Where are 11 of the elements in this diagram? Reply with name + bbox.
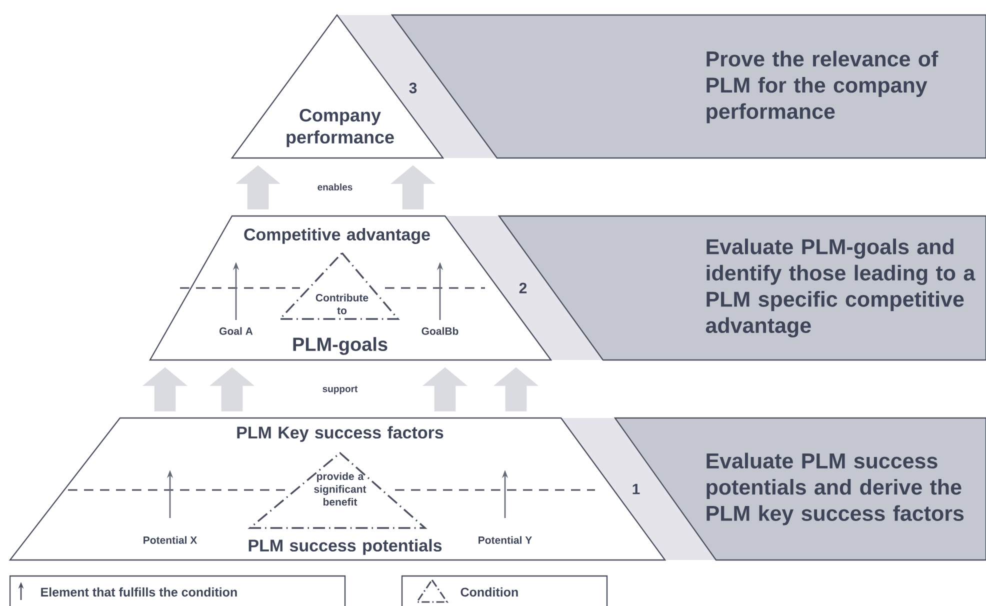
step-number: 2 bbox=[519, 282, 527, 294]
element-label: Potential X bbox=[144, 536, 198, 544]
step-number: 3 bbox=[409, 82, 417, 94]
connector-text: enables bbox=[318, 184, 352, 190]
element-label: Goal A bbox=[220, 327, 253, 335]
legend-text: Condition bbox=[460, 587, 518, 597]
connector-text: support bbox=[322, 386, 358, 394]
element-label: Potential Y bbox=[478, 536, 532, 544]
legend-text: Element that fulfills the condition bbox=[41, 587, 237, 597]
step-number: 1 bbox=[632, 484, 640, 494]
element-label: GoalBb bbox=[422, 327, 458, 335]
